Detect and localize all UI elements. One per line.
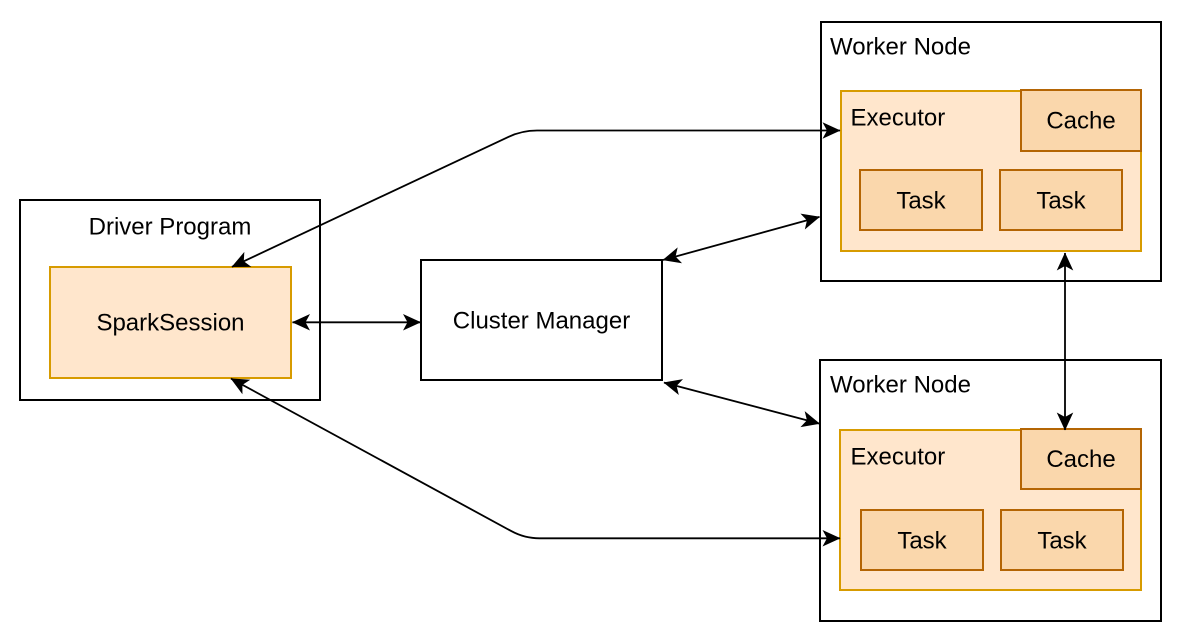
svg-text:Cache: Cache: [1046, 108, 1115, 135]
svg-text:Task: Task: [896, 188, 946, 215]
svg-text:Executor: Executor: [851, 105, 946, 132]
svg-text:Task: Task: [1037, 528, 1087, 555]
svg-text:Task: Task: [1036, 188, 1086, 215]
svg-text:Cluster Manager: Cluster Manager: [453, 308, 630, 335]
svg-text:Worker Node: Worker Node: [830, 34, 971, 61]
svg-text:Worker Node: Worker Node: [830, 372, 971, 399]
svg-text:Driver Program: Driver Program: [89, 214, 252, 241]
svg-text:Cache: Cache: [1046, 446, 1115, 473]
svg-text:Task: Task: [897, 528, 947, 555]
svg-text:Executor: Executor: [851, 444, 946, 471]
svg-text:SparkSession: SparkSession: [96, 310, 244, 337]
